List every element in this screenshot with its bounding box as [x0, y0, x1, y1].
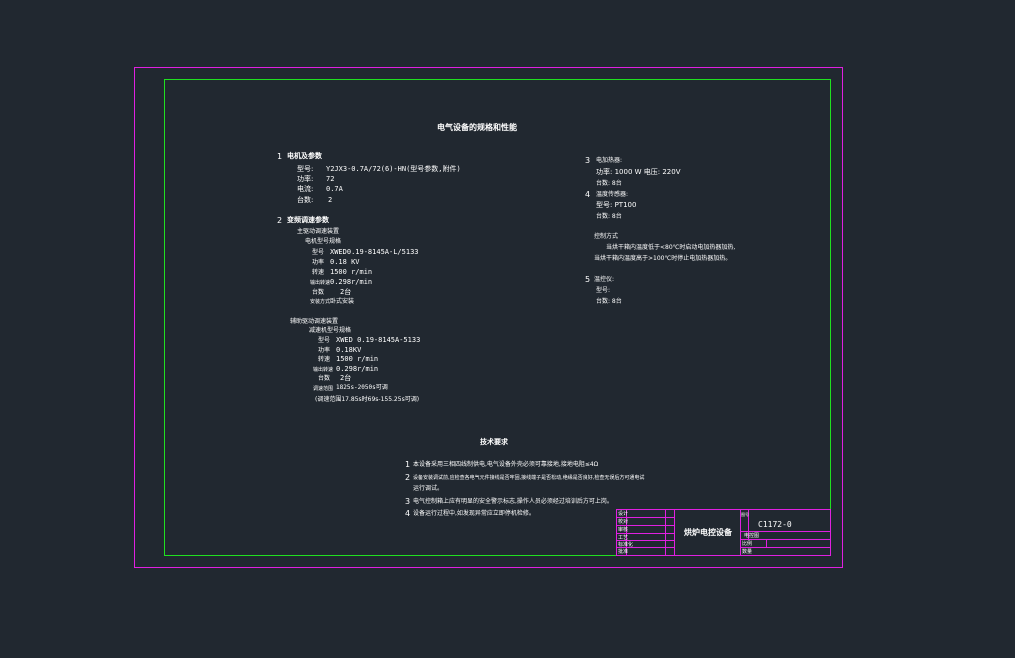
- tech-item-2-text: 设备安装调试前,应检查各电气元件接线是否牢固,接线端子是否松动,绝缘是否良好,检…: [413, 475, 645, 481]
- tb-row-label-3: 工艺: [618, 535, 629, 541]
- drawing-title: 电气设备的规格和性能: [437, 123, 517, 132]
- s2a-row-4-value: 2台: [340, 288, 352, 296]
- s2a-row-3-value: 0.298r/min: [330, 278, 373, 286]
- s2a-row-3-key: 输出转速: [310, 280, 331, 286]
- s2-subsection-2-title: 辅助驱动调速装置: [290, 318, 339, 325]
- s2b-row-3-value: 0.298r/min: [336, 365, 379, 373]
- s2b-row-4-key: 台数: [318, 375, 331, 382]
- s2a-row-2-value: 1500 r/min: [330, 268, 373, 276]
- s2-subsection-1-subtitle: 电机型号规格: [305, 238, 342, 245]
- sensor-count: 台数: 8台: [596, 213, 622, 220]
- tech-item-4-text: 设备运行过程中,如发现异常应立即停机检修。: [413, 510, 535, 517]
- s2a-row-2-key: 转速: [312, 269, 325, 276]
- s2a-row-5-key: 安装方式: [310, 299, 331, 305]
- section-1-number: 1: [277, 152, 283, 161]
- s2a-row-0-value: XWED0.19-8145A-L/5133: [330, 248, 419, 256]
- control-method-title: 控制方式: [594, 233, 619, 240]
- tech-item-1-text: 本设备采用三相四线制供电,电气设备外壳必须可靠接地,接地电阻≤4Ω: [413, 461, 599, 468]
- section-5-title: 温控仪:: [594, 276, 615, 283]
- thermostat-model: 型号:: [596, 287, 611, 294]
- tb-mark-1: 图号: [741, 512, 749, 517]
- s2a-row-0-key: 型号: [312, 249, 325, 256]
- tb-row-label-1: 校对: [618, 519, 629, 525]
- thermostat-count: 台数: 8台: [596, 298, 622, 305]
- tb-mark-3: 数量: [742, 549, 753, 555]
- s2a-row-1-value: 0.18 KV: [330, 258, 360, 266]
- s2-subsection-1-title: 主驱动调速装置: [297, 228, 340, 235]
- outer-border-frame: [134, 67, 843, 568]
- s2b-row-1-key: 功率: [318, 347, 331, 354]
- s1-row-1-key: 功率:: [297, 175, 314, 183]
- s1-row-0-value: Y2JX3-0.7A/72(6)-HN(型号参数,附件): [326, 165, 461, 173]
- section-4-number: 4: [585, 190, 591, 199]
- tb-row-label-5: 批准: [618, 549, 629, 555]
- tech-requirements-title: 技术要求: [480, 438, 508, 446]
- s1-row-2-value: 0.7A: [326, 185, 343, 193]
- control-line-2: 当烘干箱内温度高于>100℃时停止电加热器加热。: [594, 255, 732, 262]
- section-4-title: 温度传感器:: [596, 191, 629, 198]
- s2b-row-5-key: 调速范围: [313, 386, 334, 392]
- s1-row-3-key: 台数:: [297, 196, 314, 204]
- heater-count: 台数: 8台: [596, 180, 622, 187]
- section-1-title: 电机及参数: [287, 152, 322, 160]
- tech-item-3-number: 3: [405, 497, 411, 506]
- s1-row-2-key: 电流:: [297, 185, 314, 193]
- s2b-row-2-key: 转速: [318, 356, 331, 363]
- s2a-row-1-key: 功率: [312, 259, 325, 266]
- tb-row-label-4: 标准化: [618, 542, 634, 548]
- tb-sub-label: 电控图: [744, 533, 760, 539]
- s1-row-0-key: 型号:: [297, 165, 314, 173]
- tech-item-4-number: 4: [405, 509, 411, 518]
- s2b-row-4-value: 2台: [340, 374, 352, 382]
- s2-note: (调速范围17.85s时69s-155.25s可调): [315, 396, 420, 403]
- s2b-row-0-key: 型号: [318, 337, 331, 344]
- tb-row-label-0: 设计: [618, 511, 629, 517]
- tech-item-2-number: 2: [405, 473, 411, 482]
- section-3-number: 3: [585, 156, 591, 165]
- tb-row-label-2: 审核: [618, 527, 629, 533]
- tech-item-1-number: 1: [405, 460, 411, 469]
- title-block: 设计 校对 审核 工艺 标准化 批准 烘炉电控设备 图号 C1172-0 电控图…: [616, 509, 831, 556]
- section-2-number: 2: [277, 216, 283, 225]
- s2-subsection-2-subtitle: 减速机型号规格: [309, 327, 352, 334]
- s2b-row-3-key: 输出转速: [313, 367, 334, 373]
- tb-mark-2: 比例: [742, 541, 753, 547]
- tech-item-2-continued: 运行调试。: [413, 485, 444, 492]
- control-line-1: 当烘干箱内温度低于<80℃时启动电加热器加热,: [606, 244, 736, 251]
- tb-drawing-code: C1172-0: [758, 520, 792, 529]
- heater-power: 功率: 1000 W 电压: 220V: [596, 168, 681, 176]
- sensor-model: 型号: PT100: [596, 201, 637, 209]
- s1-row-3-value: 2: [328, 196, 333, 204]
- s2b-row-2-value: 1500 r/min: [336, 355, 379, 363]
- section-3-title: 电加热器:: [596, 157, 623, 164]
- section-2-title: 变频调速参数: [287, 216, 329, 224]
- tech-item-3-text: 电气控制箱上应有明显的安全警示标志,操作人员必须经过培训后方可上岗。: [413, 498, 613, 505]
- s2b-row-1-value: 0.18KV: [336, 346, 362, 354]
- s2b-row-5-value: 1825s-2050s可调: [336, 384, 388, 391]
- section-5-number: 5: [585, 275, 591, 284]
- s2a-row-5-value: 卧式安装: [330, 298, 355, 305]
- inner-border-frame: [164, 79, 831, 556]
- s2a-row-4-key: 台数: [312, 289, 325, 296]
- tb-drawing-name: 烘炉电控设备: [684, 528, 732, 537]
- s1-row-1-value: 72: [326, 175, 335, 183]
- s2b-row-0-value: XWED 0.19-8145A-5133: [336, 336, 421, 344]
